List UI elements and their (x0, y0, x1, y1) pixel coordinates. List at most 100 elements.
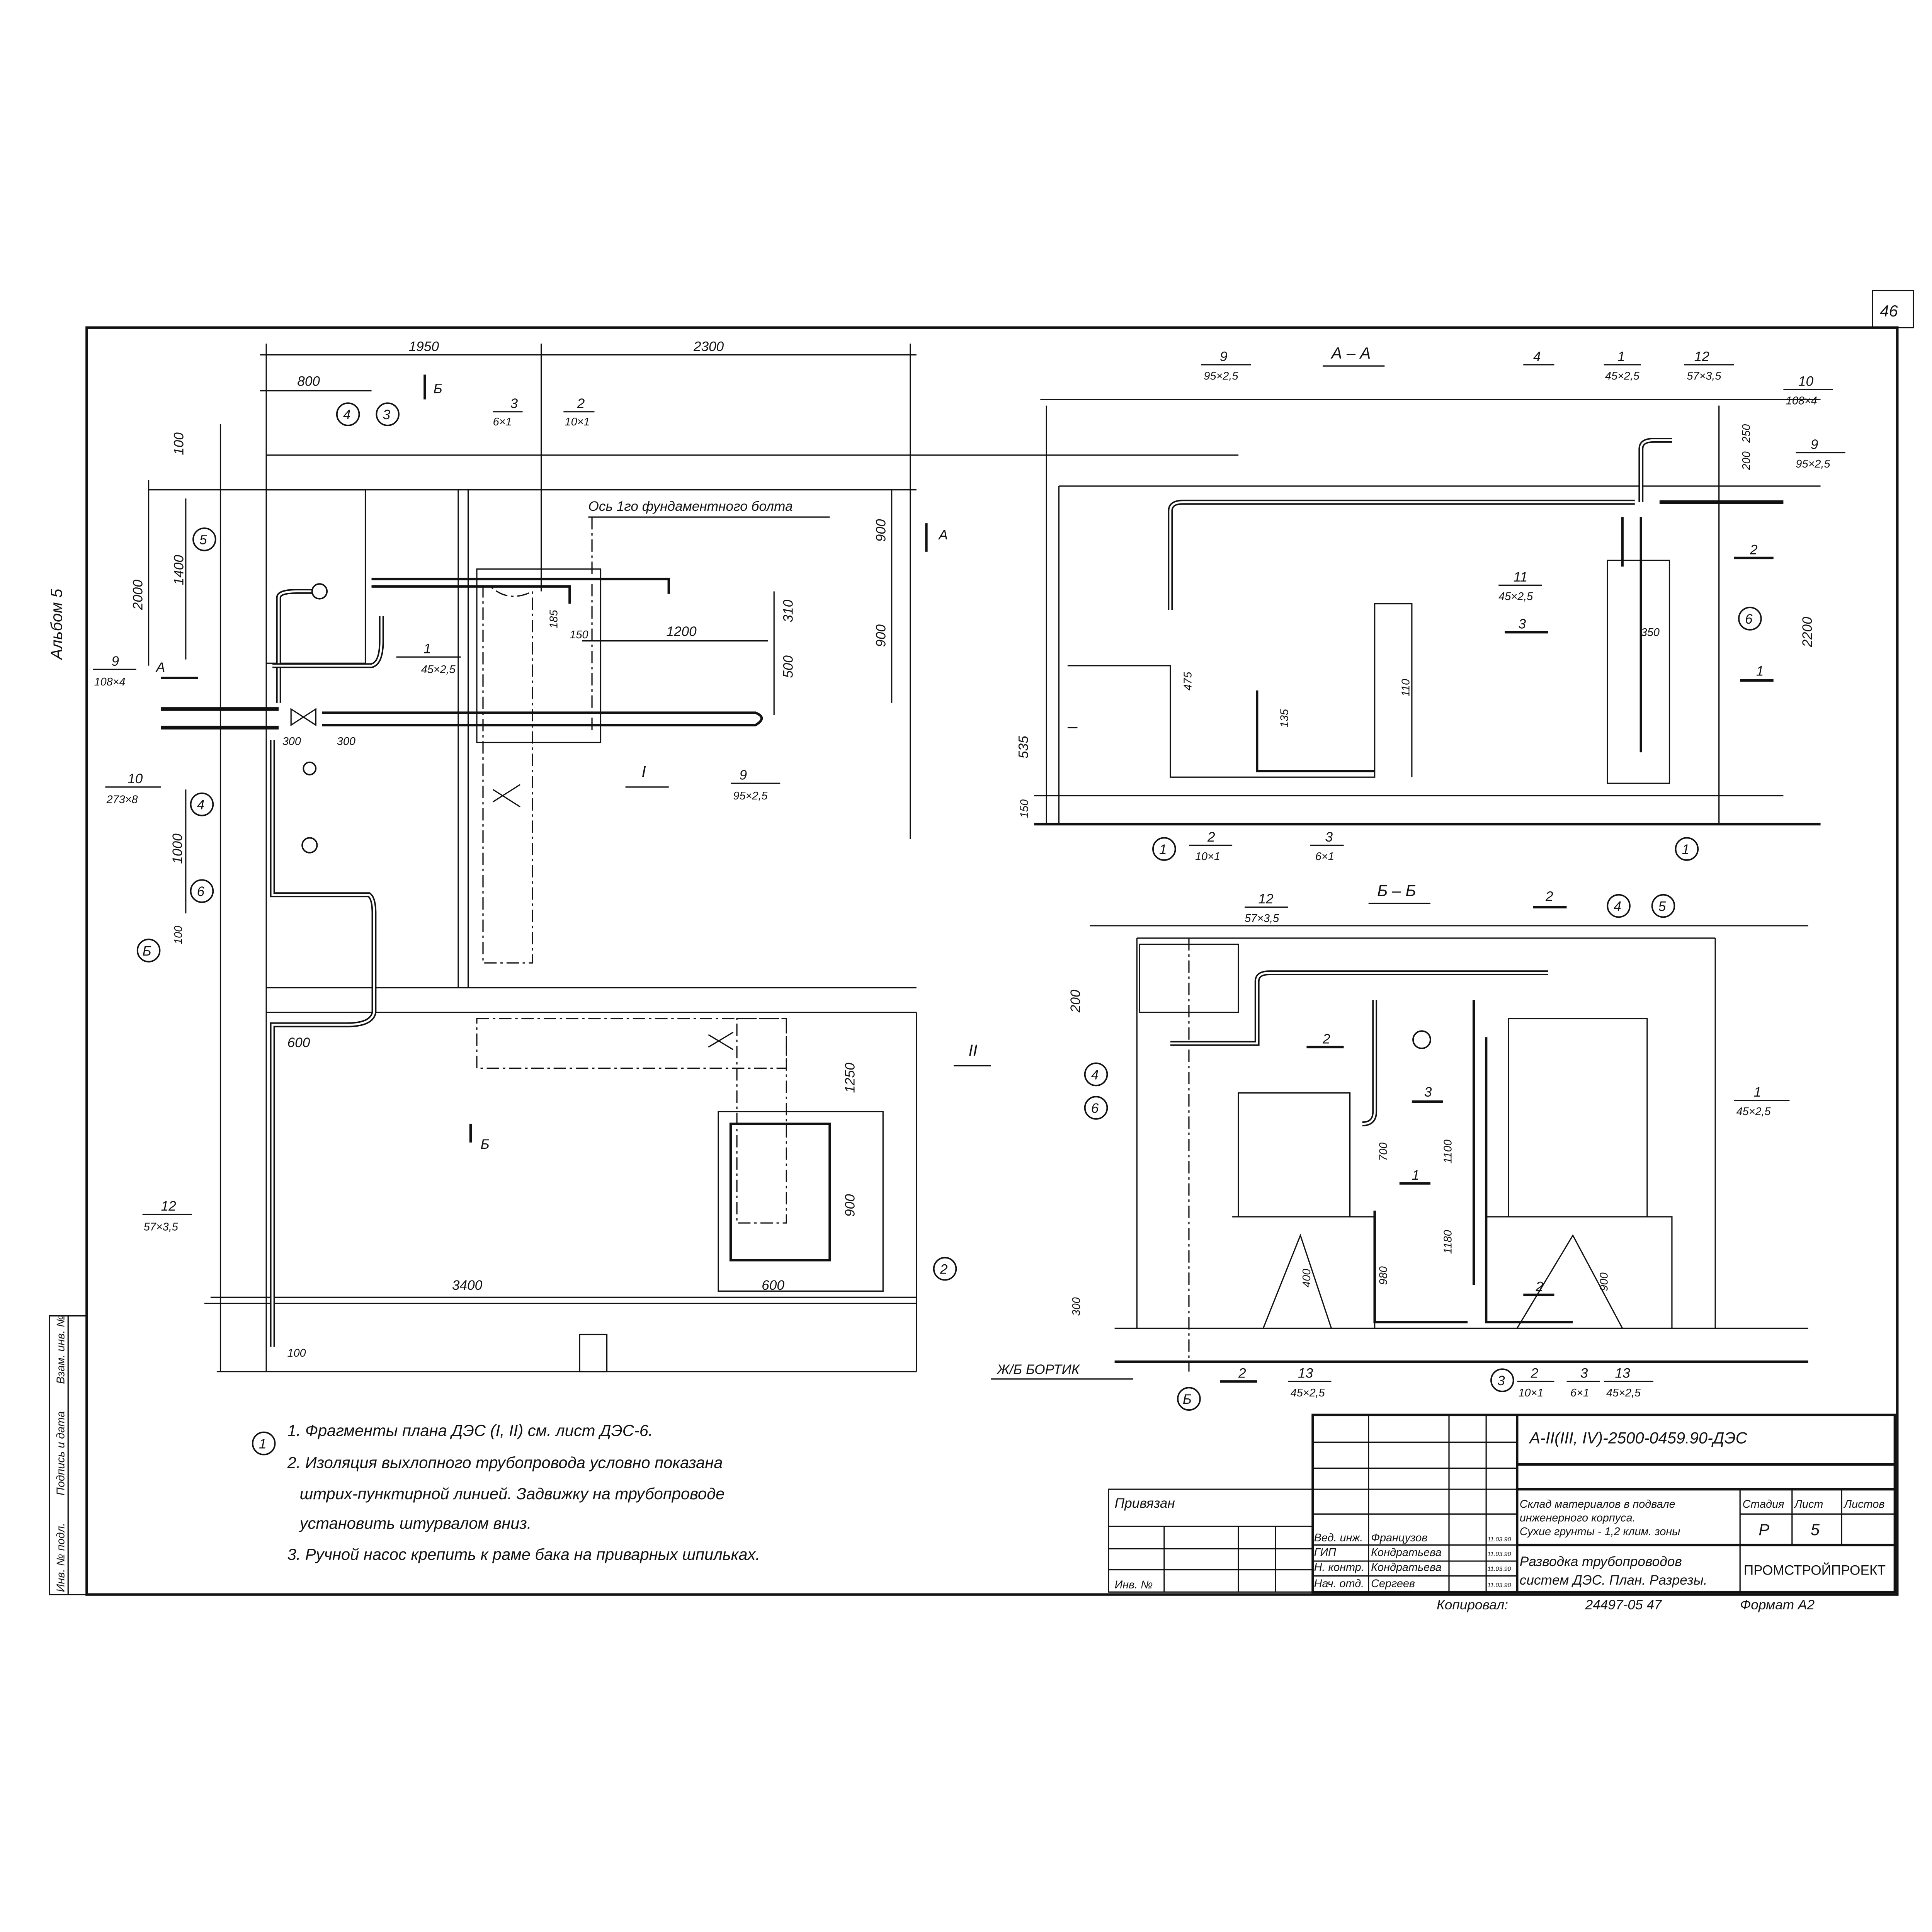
drawing-label: Б (481, 1137, 490, 1152)
drawing-label: 1 (1753, 1085, 1761, 1100)
drawing-line (1362, 1000, 1376, 1125)
drawing-label: 45×2,5 (1605, 370, 1640, 382)
drawing-label: 13 (1615, 1366, 1630, 1381)
drawing-label: Лист (1794, 1498, 1823, 1510)
dim-900b: 900 (874, 624, 889, 647)
dim-1400: 1400 (171, 555, 186, 585)
drawing-line (1177, 1387, 1201, 1411)
sheet-value: 5 (1811, 1520, 1820, 1539)
drawing-label: 700 (1378, 1143, 1390, 1161)
drawing-label: 10×1 (565, 416, 590, 428)
drawing-label: 6×1 (1315, 850, 1334, 863)
drawing-line (1675, 837, 1699, 861)
drawing-line (1362, 1000, 1378, 1127)
drawing-label: 200 (1740, 451, 1753, 470)
drawing-label: 6×1 (493, 416, 512, 428)
dim-900c: 900 (843, 1194, 858, 1217)
drawing-line (1651, 894, 1675, 918)
dim-1000: 1000 (170, 833, 185, 864)
drawing-line (1490, 1368, 1514, 1392)
dim-600: 600 (287, 1035, 310, 1050)
drawing-label: 2200 (1800, 617, 1815, 648)
dim-300b: 300 (337, 735, 355, 748)
drawing-label: А (155, 660, 165, 675)
dim-1250: 1250 (843, 1063, 858, 1093)
drawing-line (252, 1431, 276, 1456)
drawing-label: 95×2,5 (733, 790, 768, 802)
drawing-label: 108×4 (94, 676, 126, 688)
drawing-label: 2 (1531, 1366, 1539, 1381)
drawing-line (1084, 1096, 1108, 1120)
drawing-line (1169, 501, 1635, 610)
drawing-label: 1180 (1442, 1230, 1454, 1254)
dim-800: 800 (297, 374, 320, 389)
drawing-label: Подпись и дата (55, 1411, 67, 1495)
note-2-cont2: установить штурвалом вниз. (299, 1514, 532, 1532)
general-notes: 1. Фрагменты плана ДЭС (I, II) см. лист … (287, 1421, 760, 1563)
drawing-label: 1 (1617, 349, 1625, 364)
drawing-label: 6×1 (1570, 1387, 1589, 1399)
drawing-label: 108×4 (1786, 395, 1817, 407)
side-stamp: Инв. № подл. Подпись и дата Взам. инв. № (49, 1315, 87, 1595)
drawing-line (1170, 970, 1548, 1046)
drawing-label: 1 (1412, 1168, 1420, 1183)
drawing-line (579, 1333, 608, 1372)
drawing-label: 2 (1535, 1279, 1543, 1294)
drawing-label: 3 (1325, 830, 1333, 845)
drawing-line (1738, 607, 1762, 631)
drawing-line (290, 707, 316, 726)
drawing-line (476, 1018, 787, 1069)
drawing-line (371, 578, 670, 594)
concrete-board-label: Ж/Б БОРТИК (996, 1362, 1080, 1377)
drawing-label: 2 (1322, 1031, 1330, 1046)
drawing-label: 11 (1514, 570, 1528, 585)
dim-2000: 2000 (131, 580, 146, 611)
drawing-label: 12 (1694, 349, 1710, 364)
drawing-label: Б (143, 944, 151, 959)
dim-3400: 3400 (452, 1278, 483, 1293)
drawing-label: 45×2,5 (1606, 1387, 1641, 1399)
dim-2300: 2300 (693, 339, 724, 354)
drawing-label: 57×3,5 (144, 1221, 179, 1233)
order-number: 24497-05 47 (1585, 1597, 1662, 1612)
drawing-label: Взам. инв. № (55, 1315, 67, 1384)
fragment-ii: II (968, 1041, 978, 1059)
drawing-label: 535 (1016, 736, 1031, 759)
drawing-label: 57×3,5 (1245, 912, 1279, 925)
drawing-line (1170, 972, 1548, 1044)
drawing-line (301, 837, 318, 854)
drawing-line (736, 1018, 787, 1224)
drawing-label: 6 (197, 884, 205, 899)
drawing-line (376, 402, 400, 426)
drawing-label: 10 (128, 771, 143, 786)
dim-100: 100 (171, 432, 186, 455)
drawing-label: 6 (1091, 1101, 1099, 1116)
drawing-label: 200 (1068, 990, 1083, 1013)
drawing-label: 95×2,5 (1796, 458, 1830, 470)
drawing-line (336, 402, 360, 426)
drawing-line (1607, 560, 1670, 784)
drawing-label: Кондратьева (1371, 1546, 1442, 1559)
drawing-label: 4 (197, 798, 205, 813)
drawing-label: 10×1 (1518, 1387, 1543, 1399)
drawing-label: Инв. № подл. (55, 1523, 67, 1592)
dim-310: 310 (781, 599, 796, 622)
drawing-label: 350 (1641, 626, 1660, 639)
drawing-line (482, 585, 533, 964)
drawing-label: 12 (1258, 891, 1274, 906)
drawing-label: 9 (1811, 437, 1818, 452)
format-label: Формат А2 (1740, 1597, 1815, 1612)
drawing-label: 11.03.90 (1487, 1536, 1511, 1543)
drawing-label: Французов (1371, 1532, 1427, 1544)
drawing-label: 95×2,5 (1204, 370, 1238, 382)
drawing-label: 10 (1798, 374, 1814, 389)
object-name-1: Склад материалов в подвале (1520, 1498, 1675, 1510)
dim-900a: 900 (874, 519, 889, 542)
drawing-line (276, 589, 316, 703)
tied-label: Привязан (1115, 1496, 1175, 1511)
drawing-label: А (938, 527, 948, 543)
drawing-label: Нач. отд. (1314, 1577, 1364, 1590)
drawing-label: Б (434, 381, 442, 396)
dim-100b: 100 (172, 926, 185, 944)
